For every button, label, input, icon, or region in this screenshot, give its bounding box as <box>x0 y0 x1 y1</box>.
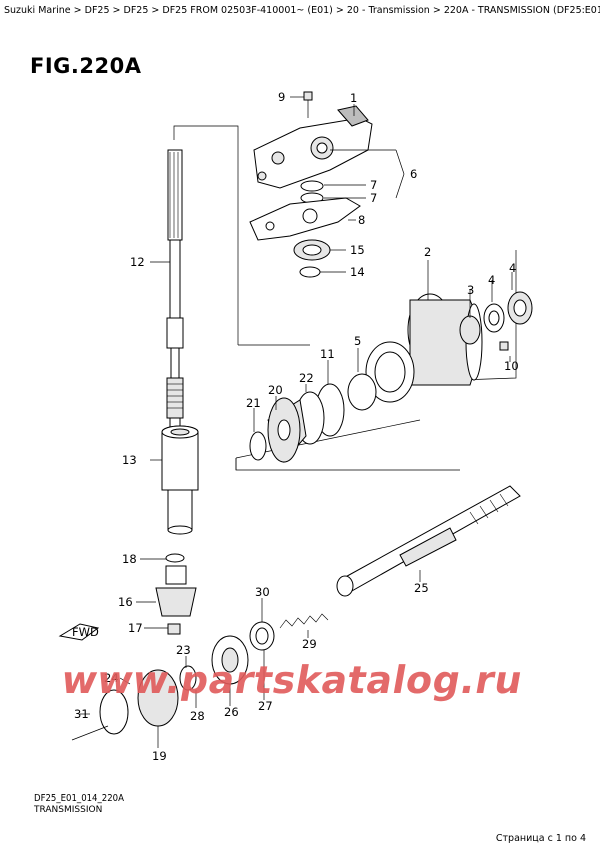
callout-15: 15 <box>350 243 365 257</box>
callout-13: 13 <box>122 453 137 467</box>
callout-3: 3 <box>467 283 474 297</box>
propeller-shaft[interactable] <box>336 485 521 597</box>
shaft-sleeve[interactable] <box>161 425 199 535</box>
forward-gear-group[interactable] <box>249 383 345 463</box>
callout-27: 27 <box>258 699 273 713</box>
callout-14: 14 <box>350 265 365 279</box>
callout-11: 11 <box>320 347 335 361</box>
callout-6: 6 <box>410 167 417 181</box>
callout-4a: 4 <box>488 273 495 287</box>
figure-name: TRANSMISSION <box>34 805 103 815</box>
callout-26: 26 <box>224 705 239 719</box>
callout-19: 19 <box>152 749 167 763</box>
breadcrumb[interactable]: Suzuki Marine > DF25 > DF25 > DF25 FROM … <box>4 5 600 16</box>
callout-16: 16 <box>118 595 133 609</box>
svg-text:FWD: FWD <box>72 625 99 639</box>
pinion-group[interactable] <box>155 553 197 635</box>
callout-12: 12 <box>130 255 145 269</box>
callout-18: 18 <box>122 552 137 566</box>
callout-25: 25 <box>414 581 429 595</box>
callout-24: 24 <box>104 671 119 685</box>
page-info: Страница с 1 по 4 <box>495 833 586 844</box>
callout-17: 17 <box>128 621 143 635</box>
bracket-lines <box>173 125 517 471</box>
front-arrow-icon: FWD <box>58 623 100 641</box>
callout-7a: 7 <box>370 178 377 192</box>
callout-4b: 4 <box>509 261 516 275</box>
callout-8: 8 <box>358 213 365 227</box>
pump-housing-group[interactable] <box>249 91 373 278</box>
callout-2: 2 <box>424 245 431 259</box>
callout-7b: 7 <box>370 191 377 205</box>
watermark: www.partskatalog.ru <box>58 658 527 702</box>
figure-title: FIG.220A <box>30 54 142 78</box>
callout-28: 28 <box>190 709 205 723</box>
callout-30: 30 <box>255 585 270 599</box>
propeller-shaft-housing[interactable] <box>347 291 533 411</box>
callout-29: 29 <box>302 637 317 651</box>
callout-labels: 1 9 6 7 7 8 15 14 12 13 2 3 4 4 5 10 11 … <box>74 90 519 763</box>
callout-5: 5 <box>354 334 361 348</box>
drive-shaft[interactable] <box>166 149 184 439</box>
leader-lines <box>80 96 513 748</box>
callout-31: 31 <box>74 707 89 721</box>
figure-code: DF25_E01_014_220A <box>34 793 124 804</box>
callout-22: 22 <box>299 371 314 385</box>
callout-9: 9 <box>278 90 285 104</box>
callout-21: 21 <box>246 396 261 410</box>
callout-10: 10 <box>504 359 519 373</box>
callout-20: 20 <box>268 383 283 397</box>
callout-1: 1 <box>350 91 357 105</box>
callout-23: 23 <box>176 643 191 657</box>
